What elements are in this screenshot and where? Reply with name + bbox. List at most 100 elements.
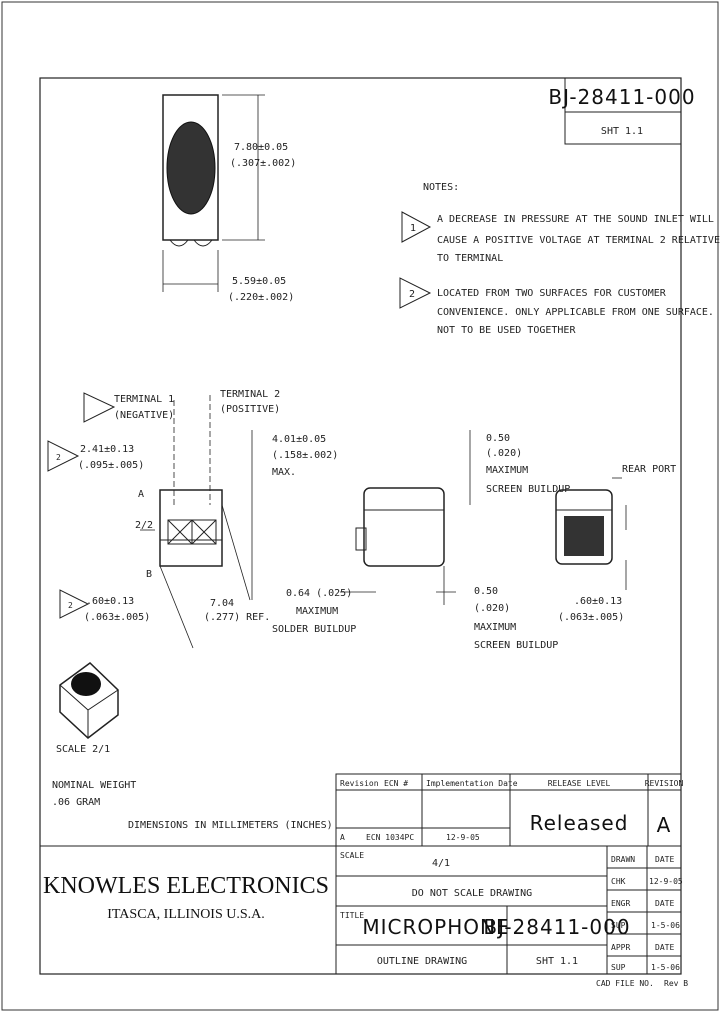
term1-line1: TERMINAL 1 bbox=[114, 394, 174, 405]
dim-screen-top-2: (.020) bbox=[486, 448, 522, 459]
notes-heading: NOTES: bbox=[423, 182, 459, 193]
weight-line1: NOMINAL WEIGHT bbox=[52, 780, 136, 791]
do-not-scale: DO NOT SCALE DRAWING bbox=[412, 888, 532, 899]
note1-line3: TO TERMINAL bbox=[437, 253, 503, 264]
sheet-border-inner bbox=[39, 77, 682, 975]
note2-ref-2: 2 bbox=[68, 601, 73, 610]
note1-line1: A DECREASE IN PRESSURE AT THE SOUND INLE… bbox=[437, 214, 714, 225]
company-location: ITASCA, ILLINOIS U.S.A. bbox=[107, 907, 265, 922]
term1-triangle bbox=[83, 392, 116, 423]
rev-row-date: 12-9-05 bbox=[446, 833, 480, 842]
dim-width-2: (.220±.002) bbox=[228, 292, 294, 303]
note2-line3: NOT TO BE USED TOGETHER bbox=[437, 325, 576, 336]
dim-pad-right-2: (.063±.005) bbox=[558, 612, 624, 623]
dim-ref-1: 7.04 bbox=[210, 598, 234, 609]
rev-row-rev: A bbox=[340, 833, 345, 842]
sheet-top: SHT 1.1 bbox=[601, 126, 643, 137]
dim-spacing-1: 2.41±0.13 bbox=[80, 444, 134, 455]
part-number-top: BJ-28411-000 bbox=[548, 85, 695, 109]
dim-depth-1: 4.01±0.05 bbox=[272, 434, 326, 445]
row2-date: DATE bbox=[655, 899, 674, 908]
row5-label: SUP bbox=[611, 963, 626, 972]
rev-row-ecn: ECN 1034PC bbox=[366, 833, 414, 842]
dim-width-1: 5.59±0.05 bbox=[232, 276, 286, 287]
released-text: Released bbox=[530, 811, 629, 835]
row2-label: ENGR bbox=[611, 899, 630, 908]
note2-line2: CONVENIENCE. ONLY APPLICABLE FROM ONE SU… bbox=[437, 307, 714, 318]
dim-solder-3: SOLDER BUILDUP bbox=[272, 624, 356, 635]
term2-line2: (POSITIVE) bbox=[220, 404, 280, 415]
front-view bbox=[140, 395, 251, 649]
term2-line1: TERMINAL 2 bbox=[220, 389, 280, 400]
top-view bbox=[162, 94, 265, 292]
footer-right: Rev B bbox=[664, 979, 688, 988]
dim-screen-bot-2: (.020) bbox=[474, 603, 510, 614]
scale-value: 4/1 bbox=[432, 858, 450, 869]
note2-ref-triangle-2 bbox=[59, 589, 90, 619]
company-name: KNOWLES ELECTRONICS bbox=[43, 873, 329, 899]
dim-pad-2: (.063±.005) bbox=[84, 612, 150, 623]
dim-screen-bot-4: SCREEN BUILDUP bbox=[474, 640, 558, 651]
dim-screen-bot-3: MAXIMUM bbox=[474, 622, 516, 633]
revision-value: A bbox=[657, 813, 672, 837]
dim-depth-2: (.158±.002) bbox=[272, 450, 338, 461]
dim-solder-1: 0.64 (.025) bbox=[286, 588, 352, 599]
row1-date: 12-9-05 bbox=[649, 877, 683, 886]
dim-ref-2: (.277) REF. bbox=[204, 612, 270, 623]
row3-date: 1-5-06 bbox=[651, 921, 680, 930]
row4-date: DATE bbox=[655, 943, 674, 952]
rev-col-impl: Implementation Date bbox=[426, 779, 518, 788]
note1-marker: 1 bbox=[410, 223, 416, 234]
section-label: 2/2 bbox=[135, 520, 153, 531]
dim-pad-1: .60±0.13 bbox=[86, 596, 134, 607]
scale-label: SCALE bbox=[340, 851, 364, 860]
note1-triangle bbox=[401, 211, 432, 243]
title-part-number: BJ-28411-000 bbox=[483, 915, 630, 939]
revision-header: REVISION bbox=[645, 779, 684, 788]
title-label: TITLE bbox=[340, 911, 364, 920]
title-block bbox=[40, 845, 681, 974]
dim-depth-3: MAX. bbox=[272, 467, 296, 478]
rear-port-label: REAR PORT bbox=[622, 464, 676, 475]
row1-label: CHK bbox=[611, 877, 626, 886]
dim-screen-bot-1: 0.50 bbox=[474, 586, 498, 597]
row0-date: DATE bbox=[655, 855, 674, 864]
row0-label: DRAWN bbox=[611, 855, 635, 864]
view-a1: A bbox=[138, 489, 144, 500]
dim-solder-2: MAXIMUM bbox=[296, 606, 338, 617]
note2-ref-triangle-1 bbox=[47, 440, 80, 472]
note2-line1: LOCATED FROM TWO SURFACES FOR CUSTOMER bbox=[437, 288, 667, 299]
units-note: DIMENSIONS IN MILLIMETERS (INCHES) bbox=[128, 820, 333, 831]
scale-view-label: SCALE 2/1 bbox=[56, 744, 110, 755]
footer-left: CAD FILE NO. bbox=[596, 979, 654, 988]
view-b: B bbox=[146, 569, 152, 580]
part-number-box bbox=[564, 77, 682, 145]
note2-marker: 2 bbox=[409, 289, 415, 300]
rev-col-ecn: ECN # bbox=[384, 779, 408, 788]
title-text: MICROPHONE bbox=[362, 915, 509, 939]
release-level-label: RELEASE LEVEL bbox=[548, 779, 611, 788]
dim-height-1: 7.80±0.05 bbox=[234, 142, 288, 153]
term1-line2: (NEGATIVE) bbox=[114, 410, 174, 421]
title-sheet: SHT 1.1 bbox=[536, 956, 578, 967]
note2-ref-1: 2 bbox=[56, 453, 61, 462]
dim-spacing-2: (.095±.005) bbox=[78, 460, 144, 471]
side-view bbox=[340, 430, 471, 605]
dim-pad-right-1: .60±0.13 bbox=[574, 596, 622, 607]
dim-screen-top-1: 0.50 bbox=[486, 433, 510, 444]
subtitle-text: OUTLINE DRAWING bbox=[377, 956, 467, 967]
row4-label: APPR bbox=[611, 943, 630, 952]
dim-screen-top-4: SCREEN BUILDUP bbox=[486, 484, 570, 495]
dim-height-2: (.307±.002) bbox=[230, 158, 296, 169]
rear-view bbox=[555, 477, 627, 590]
isometric-view bbox=[59, 662, 119, 739]
weight-line2: .06 GRAM bbox=[52, 797, 100, 808]
rev-col-revision: Revision bbox=[340, 779, 379, 788]
dim-screen-top-3: MAXIMUM bbox=[486, 465, 528, 476]
note1-line2: CAUSE A POSITIVE VOLTAGE AT TERMINAL 2 R… bbox=[437, 235, 720, 246]
note2-triangle bbox=[399, 277, 432, 309]
row3-label: SUP bbox=[611, 921, 626, 930]
row5-date: 1-5-06 bbox=[651, 963, 680, 972]
